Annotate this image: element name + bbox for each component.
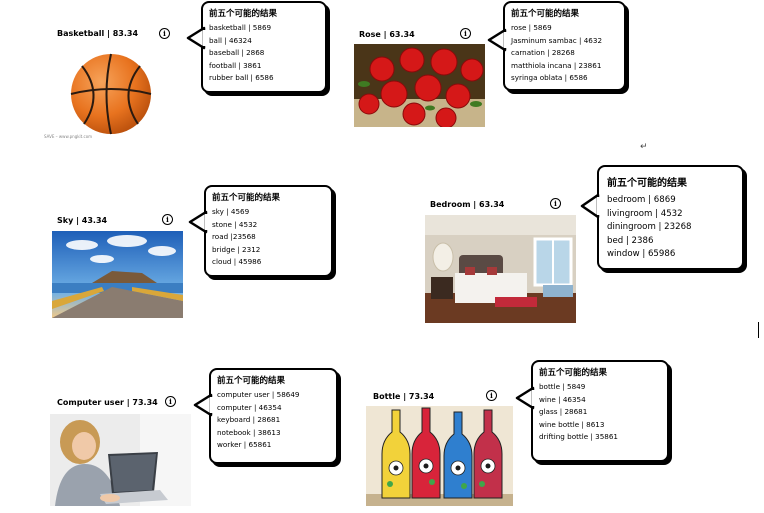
- sky-image: [52, 231, 183, 318]
- result-item: road |23568: [212, 232, 256, 242]
- result-item: sky | 4569: [212, 207, 250, 216]
- result-item: drifting bottle | 35861: [539, 432, 619, 442]
- photo-caption: SAVE – www.pngkit.com: [44, 134, 93, 139]
- bubble-heading: 前五个可能的结果: [539, 368, 608, 378]
- result-item: bedroom | 6869: [607, 195, 676, 205]
- bubble-tail: [186, 26, 207, 50]
- result-item: wine | 46354: [539, 394, 586, 404]
- info-icon[interactable]: i: [159, 28, 170, 39]
- info-icon[interactable]: i: [162, 214, 173, 225]
- result-item: window | 65986: [607, 249, 676, 259]
- results-bubble: 前五个可能的结果 computer user | 58649 computer …: [209, 368, 338, 464]
- card-title: Rose | 63.34: [359, 30, 415, 39]
- bubble-tail: [193, 393, 214, 417]
- results-bubble: 前五个可能的结果 bedroom | 6869 livingroom | 453…: [597, 165, 744, 270]
- result-item: worker | 65861: [217, 440, 272, 450]
- computer-user-photo: [50, 414, 191, 506]
- paragraph-mark: ↵: [640, 142, 648, 152]
- rose-image: [354, 44, 485, 127]
- results-list: basketball | 5869 ball | 46324 baseball …: [203, 22, 325, 85]
- result-item: baseball | 2868: [209, 48, 265, 58]
- bubble-heading: 前五个可能的结果: [511, 9, 580, 19]
- bubble-heading: 前五个可能的结果: [607, 178, 687, 189]
- result-item: syringa oblata | 6586: [511, 73, 588, 83]
- results-list: rose | 5869 Jasminum sambac | 4632 carna…: [505, 22, 624, 85]
- computer-user-image: [50, 414, 191, 506]
- results-list: computer user | 58649 computer | 46354 k…: [211, 389, 336, 452]
- card-title: Computer user | 73.34: [57, 398, 158, 407]
- bubble-tail: [515, 386, 536, 410]
- sky-photo: [52, 231, 183, 318]
- card-title: Bottle | 73.34: [373, 392, 435, 401]
- bottle-image: [366, 406, 513, 506]
- result-item: computer | 46354: [217, 402, 282, 412]
- result-item: diningroom | 23268: [607, 222, 692, 232]
- result-item: keyboard | 28681: [217, 415, 281, 425]
- result-item: rubber ball | 6586: [209, 73, 274, 83]
- bedroom-image: [425, 215, 576, 323]
- bedroom-photo: [425, 215, 576, 323]
- result-item: ball | 46324: [209, 35, 252, 45]
- result-item: bridge | 2312: [212, 244, 261, 254]
- result-item: livingroom | 4532: [607, 208, 683, 219]
- basketball-image: [70, 53, 152, 135]
- result-item: matthiola incana | 23861: [511, 60, 602, 70]
- result-item: bottle | 5849: [539, 382, 586, 391]
- results-bubble: 前五个可能的结果 bottle | 5849 wine | 46354 glas…: [531, 360, 669, 462]
- result-item: football | 3861: [209, 60, 262, 70]
- text-cursor: [758, 322, 759, 338]
- result-item: wine bottle | 8613: [539, 419, 605, 429]
- results-list: bottle | 5849 wine | 46354 glass | 28681…: [533, 381, 667, 444]
- result-item: Jasminum sambac | 4632: [511, 35, 603, 45]
- results-list: sky | 4569 stone | 4532 road |23568 brid…: [206, 206, 331, 269]
- info-icon[interactable]: i: [550, 198, 561, 209]
- results-bubble: 前五个可能的结果 rose | 5869 Jasminum sambac | 4…: [503, 1, 626, 91]
- bubble-heading: 前五个可能的结果: [209, 9, 278, 19]
- rose-photo: [354, 44, 485, 127]
- result-item: rose | 5869: [511, 23, 552, 32]
- info-icon[interactable]: i: [486, 390, 497, 401]
- card-title: Sky | 43.34: [57, 216, 108, 225]
- bubble-tail: [487, 28, 508, 52]
- result-item: basketball | 5869: [209, 23, 272, 32]
- basketball-photo: SAVE – www.pngkit.com: [44, 44, 184, 142]
- info-icon[interactable]: i: [460, 28, 471, 39]
- bottle-photo: [366, 406, 513, 506]
- bubble-heading: 前五个可能的结果: [217, 376, 286, 386]
- info-icon[interactable]: i: [165, 396, 176, 407]
- result-item: computer user | 58649: [217, 390, 300, 399]
- result-item: bed | 2386: [607, 235, 654, 246]
- result-item: glass | 28681: [539, 407, 588, 417]
- card-title: Bedroom | 63.34: [430, 200, 505, 209]
- results-bubble: 前五个可能的结果 sky | 4569 stone | 4532 road |2…: [204, 185, 333, 277]
- card-title: Basketball | 83.34: [57, 29, 139, 38]
- bubble-tail: [580, 193, 601, 219]
- result-item: stone | 4532: [212, 219, 258, 229]
- result-item: carnation | 28268: [511, 48, 575, 58]
- result-item: notebook | 38613: [217, 427, 281, 437]
- result-item: cloud | 45986: [212, 257, 262, 267]
- bubble-heading: 前五个可能的结果: [212, 193, 281, 203]
- bubble-tail: [188, 210, 209, 234]
- results-list: bedroom | 6869 livingroom | 4532 diningr…: [599, 194, 742, 262]
- results-bubble: 前五个可能的结果 basketball | 5869 ball | 46324 …: [201, 1, 327, 93]
